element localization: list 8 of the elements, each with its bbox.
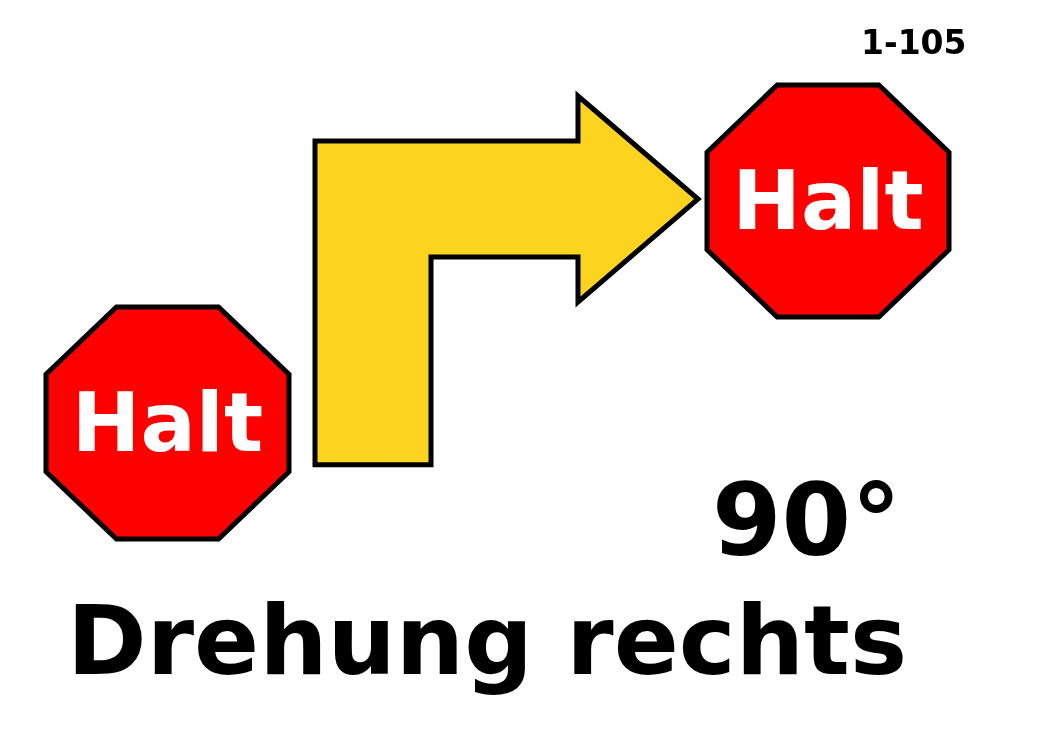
sign-text: Halt bbox=[732, 151, 924, 250]
instruction-text: Drehung rechts bbox=[67, 584, 908, 699]
octagon-sign bbox=[707, 85, 949, 317]
block-arrow bbox=[312, 90, 702, 468]
octagon-sign bbox=[46, 307, 289, 539]
sign-text: Halt bbox=[71, 373, 264, 472]
figure-number: 1-105 bbox=[861, 23, 967, 63]
angle-label: 90° bbox=[712, 461, 902, 581]
